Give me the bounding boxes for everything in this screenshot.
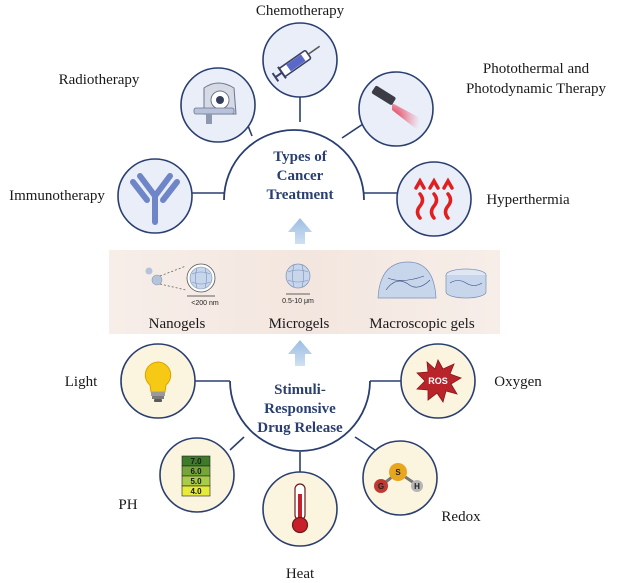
stimuli-title-line1: Stimuli- <box>274 382 326 398</box>
heat-label: Heat <box>286 566 315 582</box>
ros-label: ROS <box>428 376 448 386</box>
chemotherapy-label: Chemotherapy <box>256 3 345 19</box>
hyperthermia-circle <box>396 161 472 237</box>
heat-node: Heat <box>262 471 338 582</box>
molecule-s: S <box>395 468 401 477</box>
molecule-g: G <box>378 482 384 491</box>
arrow-up-icon <box>288 340 312 366</box>
stimuli-section: Stimuli- Responsive Drug Release Light R… <box>65 343 542 582</box>
radiotherapy-machine-icon <box>193 82 237 124</box>
ph-scale-icon: 7.0 6.0 5.0 4.0 <box>181 455 211 497</box>
antibody-icon <box>130 173 180 225</box>
microgel-illustration: 0.5-10 μm <box>282 263 314 305</box>
lightbulb-icon <box>144 361 172 402</box>
redox-label: Redox <box>441 509 481 525</box>
treatment-arc <box>223 129 365 201</box>
ph-node: 7.0 6.0 5.0 4.0 PH <box>118 437 235 513</box>
nanogel-size: <200 nm <box>191 300 219 307</box>
immunotherapy-label: Immunotherapy <box>9 188 105 204</box>
molecule-icon: G S H <box>374 463 423 493</box>
macroscopic-gels-label: Macroscopic gels <box>369 316 475 332</box>
hyperthermia-node: Hyperthermia <box>396 161 570 237</box>
arrow-up-icon <box>288 218 312 244</box>
stimuli-arc <box>229 380 371 452</box>
stimuli-connectors <box>193 380 405 472</box>
macrogel-disc <box>445 275 487 299</box>
treatment-title-line2: Cancer <box>277 168 324 184</box>
ph-value-4: 4.0 <box>190 487 202 496</box>
nanogels-label: Nanogels <box>149 316 206 332</box>
light-node: Light <box>65 343 196 419</box>
hyperthermia-label: Hyperthermia <box>486 192 570 208</box>
microgel-size: 0.5-10 μm <box>282 298 314 305</box>
thermometer-icon <box>291 483 309 534</box>
microgel-sphere <box>285 263 311 289</box>
ros-burst-icon <box>416 359 462 403</box>
treatment-section: Types of Cancer Treatment Chemotherapy <box>9 3 607 244</box>
stimuli-title-line2: Responsive <box>264 401 336 417</box>
treatment-title-line1: Types of <box>273 149 327 165</box>
ph-label: PH <box>118 497 137 513</box>
macrogel-illustration <box>377 261 487 299</box>
ph-value-5: 5.0 <box>190 477 202 486</box>
photothermal-label-line2: Photodynamic Therapy <box>466 81 607 97</box>
gels-band: <200 nm Nanogels 0.5-10 μm Microgels Mac… <box>109 250 500 334</box>
redox-node: G S H Redox <box>362 440 481 525</box>
molecule-h: H <box>414 482 420 491</box>
treatment-title-line3: Treatment <box>267 187 334 203</box>
immunotherapy-node: Immunotherapy <box>9 158 193 234</box>
ph-value-7: 7.0 <box>190 457 202 466</box>
oxygen-label: Oxygen <box>494 374 542 390</box>
syringe-icon <box>271 45 321 82</box>
stimuli-title-line3: Drug Release <box>257 420 343 436</box>
radiotherapy-label: Radiotherapy <box>59 72 140 88</box>
microgels-label: Microgels <box>269 316 330 332</box>
photothermal-node: Photothermal and Photodynamic Therapy <box>358 61 607 147</box>
light-label: Light <box>65 374 98 390</box>
nanogel-illustration: <200 nm <box>145 263 219 307</box>
laser-icon <box>371 86 420 132</box>
photothermal-label-line1: Photothermal and <box>483 61 590 77</box>
ph-value-6: 6.0 <box>190 467 202 476</box>
heat-waves-icon <box>414 177 454 220</box>
nanogel-sphere <box>189 266 213 290</box>
radiotherapy-node: Radiotherapy <box>59 67 256 143</box>
oxygen-node: ROS Oxygen <box>400 343 542 419</box>
chemotherapy-node: Chemotherapy <box>256 3 345 98</box>
